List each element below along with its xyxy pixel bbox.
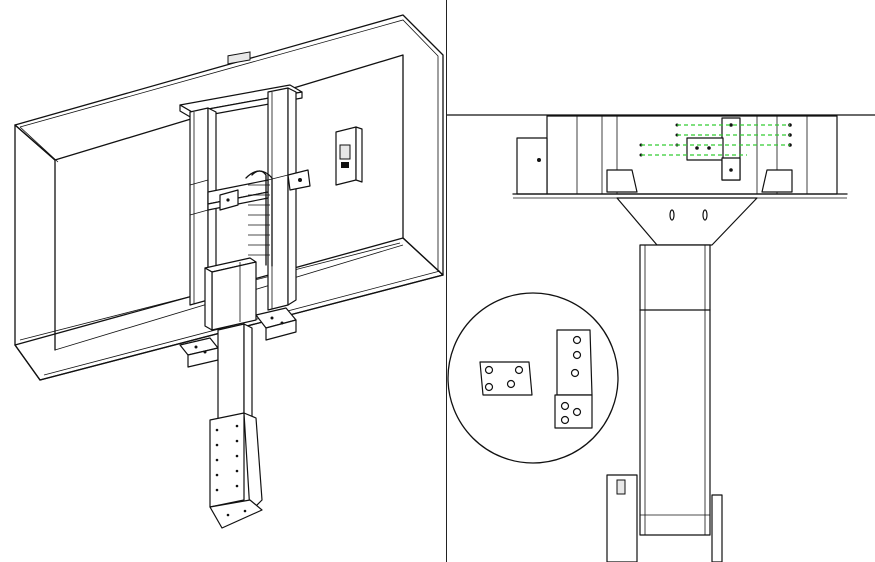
cable-chain bbox=[245, 170, 273, 267]
panel-divider bbox=[446, 0, 447, 562]
top-housing bbox=[512, 115, 848, 199]
main-column bbox=[606, 244, 723, 562]
detail-callout-circle bbox=[447, 292, 619, 464]
tv-mounting-plate bbox=[209, 412, 263, 529]
mid-bracket bbox=[219, 189, 239, 211]
detail-bracket-flat bbox=[479, 361, 533, 396]
right-panel-detail-view bbox=[447, 0, 875, 562]
lift-carriage bbox=[204, 257, 257, 331]
top-bracket-cluster bbox=[639, 117, 792, 181]
isometric-drawing bbox=[14, 14, 444, 529]
foot-bracket-right bbox=[255, 307, 297, 341]
control-box bbox=[335, 126, 363, 186]
alignment-guide-lines bbox=[641, 124, 790, 156]
lower-column bbox=[217, 323, 253, 426]
detail-drawing bbox=[447, 114, 875, 562]
detail-bracket-l-shaped bbox=[554, 329, 593, 429]
trapezoid-mount-plate bbox=[616, 197, 758, 246]
frame-back bbox=[14, 14, 444, 276]
left-panel-isometric-view bbox=[14, 14, 444, 529]
lift-column-right bbox=[267, 87, 297, 311]
side-bracket-right bbox=[287, 169, 311, 191]
